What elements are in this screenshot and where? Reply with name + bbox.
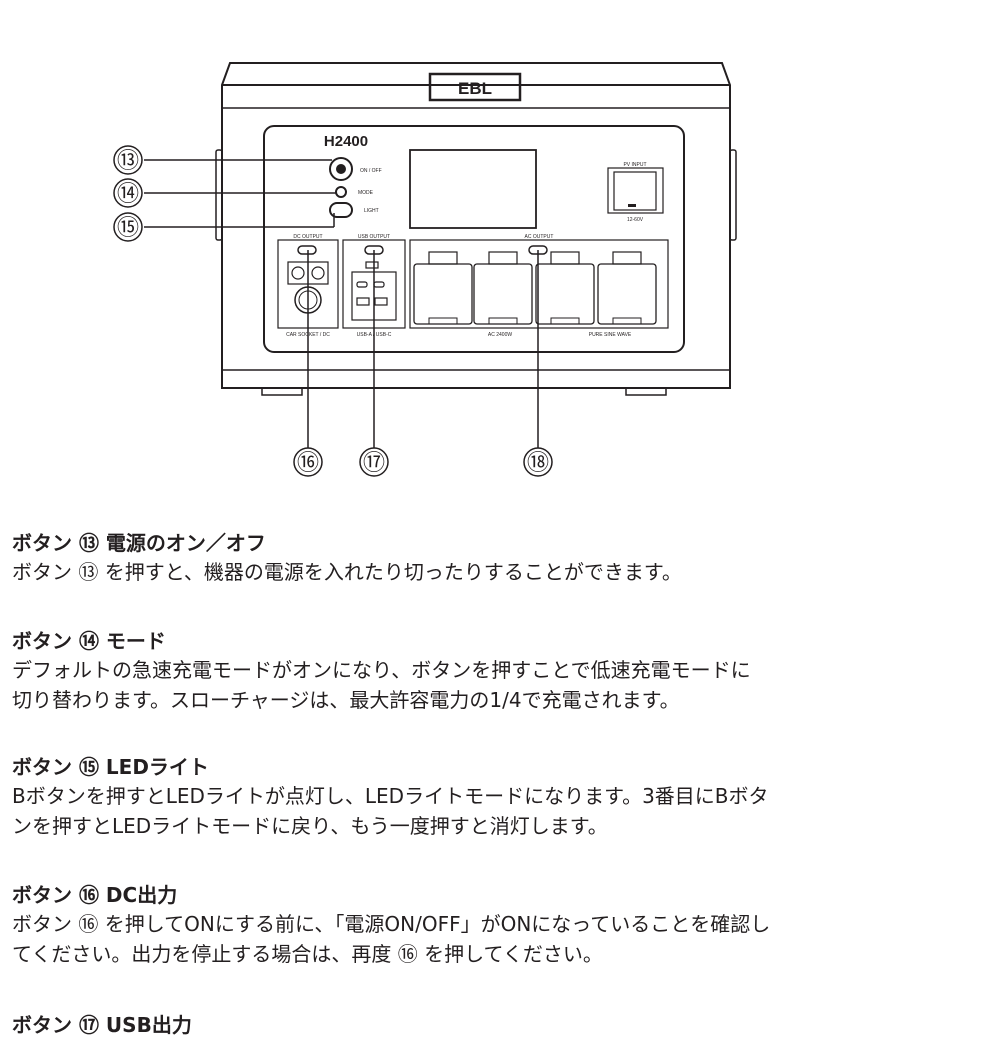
section-heading: ボタン ⑬ 電源のオン／オフ bbox=[12, 531, 266, 555]
callout-18: ⑱ bbox=[527, 451, 549, 476]
section-heading: ボタン ⑮ LEDライト bbox=[12, 755, 209, 779]
section-dc: ボタン ⑯ DC出力 ボタン ⑯ を押してONにする前に、「電源ON/OFF」が… bbox=[12, 882, 997, 969]
light-button bbox=[329, 202, 353, 218]
callout-16: ⑯ bbox=[297, 451, 319, 476]
pv-input-port bbox=[613, 171, 657, 211]
light-label: LIGHT bbox=[364, 208, 379, 214]
brand-text: EBL bbox=[458, 79, 492, 98]
display-screen bbox=[409, 149, 537, 229]
front-panel bbox=[263, 125, 685, 353]
model-name: H2400 bbox=[324, 133, 368, 150]
section-body: ボタン ⑬ を押すと、機器の電源を入れたり切ったりすることができます。 bbox=[12, 560, 682, 584]
section-heading: ボタン ⑯ DC出力 bbox=[12, 883, 178, 907]
ac-output-panel bbox=[409, 239, 669, 329]
power-button bbox=[329, 157, 353, 181]
callout-lines bbox=[144, 159, 539, 448]
section-body: ボタン ⑯ を押してONにする前に、「電源ON/OFF」がONになっていることを… bbox=[12, 912, 771, 966]
callout-13: ⑬ bbox=[117, 149, 139, 174]
callout-17: ⑰ bbox=[363, 451, 385, 476]
callout-15: ⑮ bbox=[117, 216, 139, 241]
device-front-diagram: EBL H2400 ON / OFF MODE LIGHT PV INPUT 1… bbox=[113, 62, 737, 477]
section-led: ボタン ⑮ LEDライト Bボタンを押すとLEDライトが点灯し、LEDライトモー… bbox=[12, 754, 997, 841]
callout-14: ⑭ bbox=[117, 182, 139, 207]
pv-input-label: PV INPUT bbox=[623, 162, 646, 168]
device-outline bbox=[221, 62, 731, 389]
usb-output-label: USB OUTPUT bbox=[358, 234, 390, 240]
dc-output-label: DC OUTPUT bbox=[293, 234, 322, 240]
section-mode: ボタン ⑭ モード デフォルトの急速充電モードがオンになり、ボタンを押すことで低… bbox=[12, 628, 997, 715]
section-body: Bボタンを押すとLEDライトが点灯し、LEDライトモードになります。3番目にBボ… bbox=[12, 784, 769, 838]
mode-label: MODE bbox=[358, 190, 374, 196]
ac-wave-label: PURE SINE WAVE bbox=[589, 332, 632, 338]
section-body: デフォルトの急速充電モードがオンになり、ボタンを押すことで低速充電モードに 切り… bbox=[12, 658, 751, 712]
brand-logo bbox=[428, 72, 522, 102]
power-label: ON / OFF bbox=[360, 168, 382, 174]
pv-spec-label: 12-60V bbox=[627, 217, 644, 223]
section-heading: ボタン ⑭ モード bbox=[12, 629, 166, 653]
usb-spec-label: USB-A / USB-C bbox=[357, 332, 392, 338]
ac-spec-label: AC 2400W bbox=[488, 332, 512, 338]
ac-output-label: AC OUTPUT bbox=[525, 234, 554, 240]
section-heading: ボタン ⑰ USB出力 bbox=[12, 1013, 192, 1037]
section-usb: ボタン ⑰ USB出力 bbox=[12, 1012, 997, 1038]
section-power: ボタン ⑬ 電源のオン／オフ ボタン ⑬ を押すと、機器の電源を入れたり切ったり… bbox=[12, 530, 997, 587]
mode-button bbox=[335, 186, 347, 198]
dc-spec-label: CAR SOCKET / DC bbox=[286, 332, 330, 338]
